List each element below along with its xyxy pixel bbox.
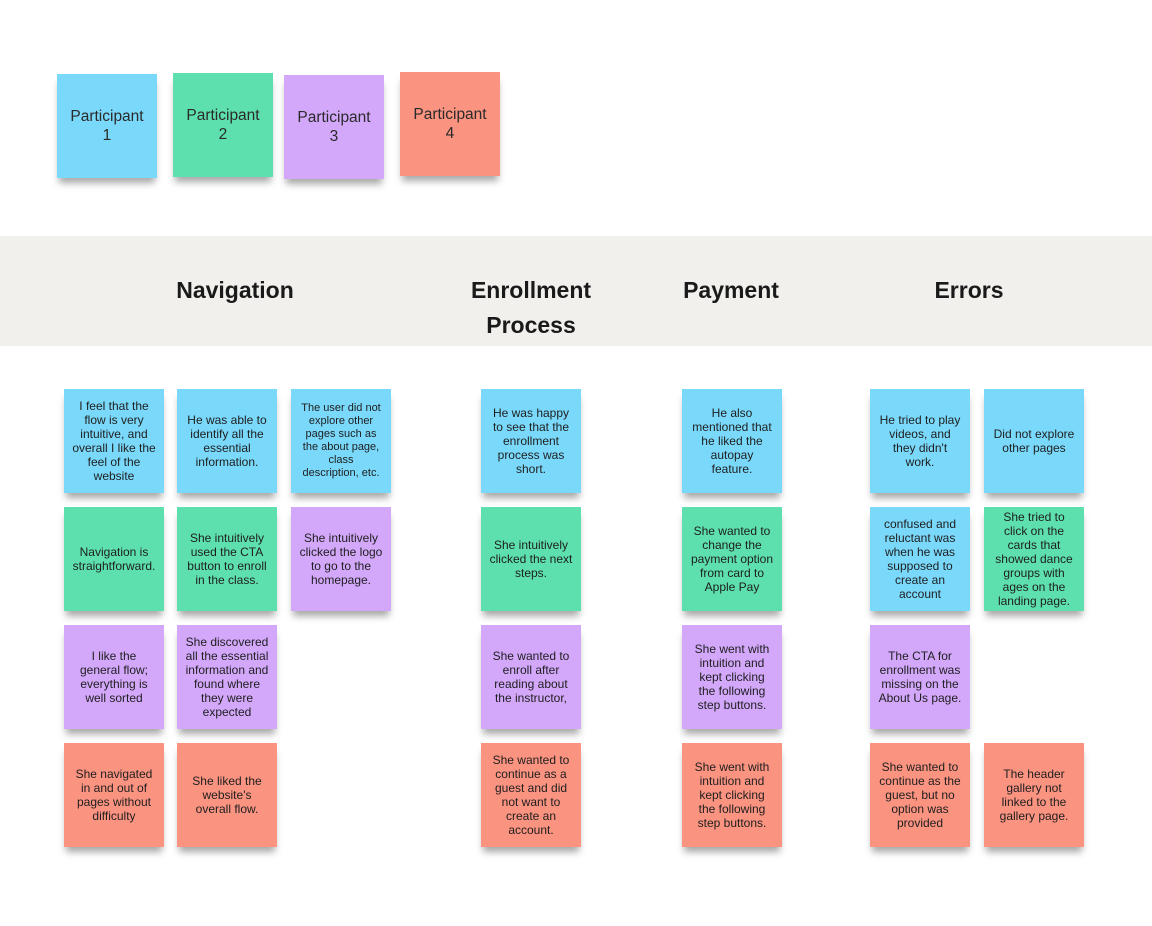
legend-participant-4: Participant 4 <box>400 72 500 176</box>
note-text: She intuitively clicked the logo to go t… <box>299 531 383 587</box>
sticky-note: The CTA for enrollment was missing on th… <box>870 625 970 729</box>
sticky-note: She went with intuition and kept clickin… <box>682 743 782 847</box>
sticky-note: She intuitively clicked the logo to go t… <box>291 507 391 611</box>
legend-participant-2: Participant 2 <box>173 73 273 177</box>
note-text: Did not explore other pages <box>993 427 1075 455</box>
sticky-note: He was able to identify all the essentia… <box>177 389 277 493</box>
category-header-band <box>0 236 1152 346</box>
note-text: She wanted to continue as a guest and di… <box>492 753 570 837</box>
sticky-note: I feel that the flow is very intuitive, … <box>64 389 164 493</box>
legend-participant-1: Participant 1 <box>57 74 157 178</box>
note-text: She wanted to continue as the guest, but… <box>879 760 961 830</box>
sticky-note: She intuitively clicked the next steps. <box>481 507 581 611</box>
note-text: Navigation is straightforward. <box>72 545 156 573</box>
sticky-note: Did not explore other pages <box>984 389 1084 493</box>
sticky-note: She tried to click on the cards that sho… <box>984 507 1084 611</box>
note-text: She wanted to change the payment option … <box>690 524 774 594</box>
note-text: I feel that the flow is very intuitive, … <box>72 399 156 483</box>
note-text: She liked the website's overall flow. <box>192 774 262 816</box>
sticky-note: She went with intuition and kept clickin… <box>682 625 782 729</box>
sticky-note: She wanted to continue as the guest, but… <box>870 743 970 847</box>
note-text: She discovered all the essential informa… <box>185 635 269 719</box>
note-text: He also mentioned that he liked the auto… <box>692 406 772 476</box>
legend-label: Participant 3 <box>297 109 371 145</box>
legend-label: Participant 4 <box>413 106 487 142</box>
sticky-note: She intuitively used the CTA button to e… <box>177 507 277 611</box>
note-text: I like the general flow; everything is w… <box>79 649 149 705</box>
sticky-note: Navigation is straightforward. <box>64 507 164 611</box>
sticky-note: He tried to play videos, and they didn't… <box>870 389 970 493</box>
sticky-note: The header gallery not linked to the gal… <box>984 743 1084 847</box>
note-text: He tried to play videos, and they didn't… <box>879 413 961 469</box>
sticky-note: confused and reluctant was when he was s… <box>870 507 970 611</box>
sticky-note: She wanted to enroll after reading about… <box>481 625 581 729</box>
note-text: The user did not explore other pages suc… <box>301 402 381 479</box>
sticky-note: He also mentioned that he liked the auto… <box>682 389 782 493</box>
header-navigation: Navigation <box>176 277 294 303</box>
legend-label: Participant 2 <box>186 107 260 143</box>
note-text: She navigated in and out of pages withou… <box>75 767 153 823</box>
note-text: The CTA for enrollment was missing on th… <box>878 649 962 705</box>
legend-participant-3: Participant 3 <box>284 75 384 179</box>
sticky-note: She wanted to change the payment option … <box>682 507 782 611</box>
note-text: She tried to click on the cards that sho… <box>995 510 1073 608</box>
legend-label: Participant 1 <box>70 108 144 144</box>
sticky-note: She discovered all the essential informa… <box>177 625 277 729</box>
sticky-note: She wanted to continue as a guest and di… <box>481 743 581 847</box>
note-text: He was happy to see that the enrollment … <box>492 406 570 476</box>
header-errors: Errors <box>934 277 1004 303</box>
note-text: The header gallery not linked to the gal… <box>999 767 1069 823</box>
note-text: She intuitively clicked the next steps. <box>489 538 573 580</box>
header-payment: Payment <box>683 277 779 303</box>
note-text: She intuitively used the CTA button to e… <box>187 531 267 587</box>
header-enrollment-process: Enrollment Process <box>470 277 592 338</box>
sticky-note: She liked the website's overall flow. <box>177 743 277 847</box>
sticky-note: She navigated in and out of pages withou… <box>64 743 164 847</box>
sticky-note: I like the general flow; everything is w… <box>64 625 164 729</box>
note-text: He was able to identify all the essentia… <box>187 413 267 469</box>
note-text: She wanted to enroll after reading about… <box>492 649 570 705</box>
note-text: confused and reluctant was when he was s… <box>883 517 957 601</box>
note-text: She went with intuition and kept clickin… <box>694 760 770 830</box>
note-text: She went with intuition and kept clickin… <box>694 642 770 712</box>
sticky-note: He was happy to see that the enrollment … <box>481 389 581 493</box>
sticky-note: The user did not explore other pages suc… <box>291 389 391 493</box>
